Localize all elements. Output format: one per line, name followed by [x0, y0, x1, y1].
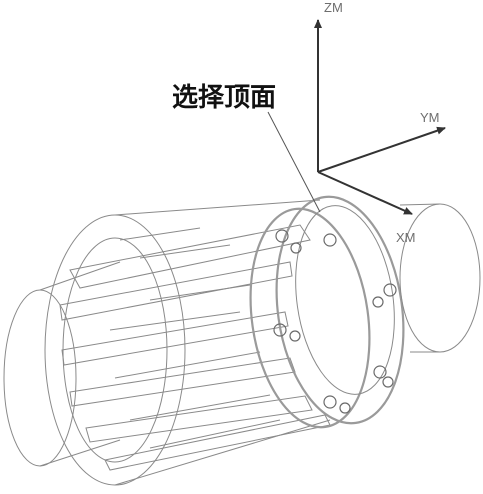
y-axis-label: YM — [420, 110, 440, 125]
face-holes — [273, 229, 397, 414]
callout: 选择顶面 — [172, 83, 321, 213]
callout-leader-line — [267, 111, 321, 213]
z-axis-label: ZM — [324, 0, 343, 15]
coordinate-axes: ZM YM XM — [314, 0, 446, 245]
x-axis — [317, 171, 413, 215]
callout-text: 选择顶面 — [172, 83, 276, 113]
y-axis — [317, 126, 446, 173]
top-face[interactable] — [237, 188, 417, 435]
x-axis-label: XM — [396, 230, 416, 245]
right-shaft — [399, 203, 481, 353]
collet-body — [44, 199, 331, 486]
left-shaft — [3, 261, 121, 467]
